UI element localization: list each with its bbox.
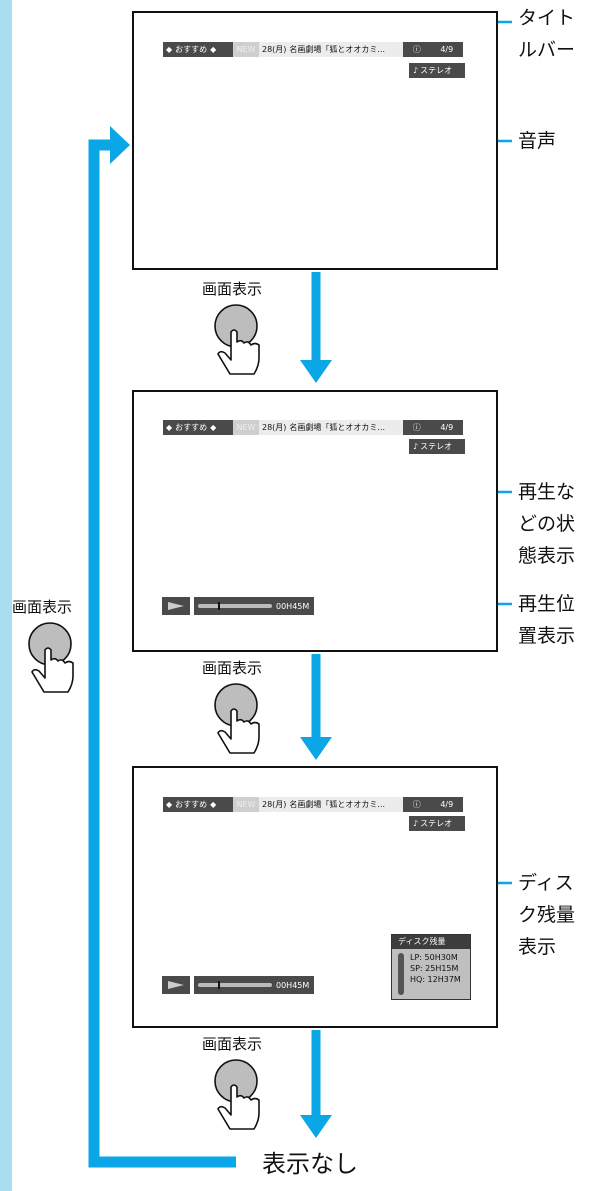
- disc-remaining-title: ディスク残量: [392, 935, 470, 949]
- no-display-label: 表示なし: [262, 1150, 358, 1178]
- nav-diamond-icon: ◆: [210, 45, 217, 54]
- down-arrow-1-head: [300, 360, 332, 383]
- down-arrow-2-head: [300, 737, 332, 760]
- callout-title-bar: タイト ルバー: [518, 7, 576, 61]
- recommend-label: おすすめ: [175, 423, 208, 432]
- display-button-label-2: 画面表示: [202, 659, 263, 677]
- nav-diamond-icon: ◆: [210, 423, 217, 432]
- position-marker: [218, 602, 220, 610]
- new-badge: NEW: [233, 420, 259, 435]
- disc-mode-hq: HQ: 12H37M: [410, 975, 461, 984]
- left-sidebar-strip: [0, 0, 12, 1191]
- recommend-label: おすすめ: [175, 45, 208, 54]
- callout-disc-remaining: ディス ク残量 表示: [518, 872, 576, 958]
- disc-level-bar: [398, 953, 404, 995]
- page-indicator: 4/9: [440, 423, 454, 432]
- disc-mode-lp: LP: 50H30M: [410, 953, 458, 962]
- audio-label: ステレオ: [420, 819, 453, 828]
- hand-press-icon[interactable]: [210, 1053, 270, 1133]
- loop-back-line: [88, 139, 236, 1168]
- hand-press-icon[interactable]: [210, 298, 270, 378]
- title-bar-2: ◆ おすすめ ◆ NEW 28(月) 名画劇場「狐とオオカミ... ⓘ 4/9: [163, 420, 463, 435]
- music-note-icon: ♪: [413, 819, 419, 828]
- program-title: 名画劇場「狐とオオカミ...: [289, 800, 386, 809]
- play-icon: [168, 981, 184, 989]
- nav-diamond-icon: ◆: [166, 45, 173, 54]
- disc-mode-sp: SP: 25H15M: [410, 964, 459, 973]
- date-label: 28(月): [262, 423, 287, 432]
- position-track: [198, 602, 272, 610]
- position-marker: [218, 981, 220, 989]
- loop-back-arrowhead: [110, 126, 130, 164]
- nav-diamond-icon: ◆: [210, 800, 217, 809]
- audio-indicator-1: ♪ ステレオ: [409, 63, 465, 78]
- date-label: 28(月): [262, 45, 287, 54]
- audio-indicator-3: ♪ ステレオ: [409, 816, 465, 831]
- nav-diamond-icon: ◆: [166, 800, 173, 809]
- playback-bar-2: 00H45M: [162, 596, 314, 616]
- hand-press-icon[interactable]: [210, 677, 270, 757]
- audio-label: ステレオ: [420, 66, 453, 75]
- date-label: 28(月): [262, 800, 287, 809]
- down-arrow-3-head: [300, 1115, 332, 1138]
- page-indicator: 4/9: [440, 800, 454, 809]
- audio-label: ステレオ: [420, 442, 453, 451]
- title-bar-1: ◆ おすすめ ◆ NEW 28(月) 名画劇場「狐とオオカミ... ⓘ 4/9: [163, 42, 463, 57]
- callout-audio: 音声: [518, 130, 557, 152]
- info-icon: ⓘ: [412, 45, 421, 54]
- position-track: [198, 981, 272, 989]
- callout-playback-status: 再生な どの状 態表示: [518, 481, 576, 567]
- recommend-label: おすすめ: [175, 800, 208, 809]
- new-badge: NEW: [233, 42, 259, 57]
- callout-playback-position: 再生位 置表示: [518, 593, 576, 647]
- hand-press-icon[interactable]: [24, 616, 84, 696]
- info-icon: ⓘ: [412, 800, 421, 809]
- info-icon: ⓘ: [412, 423, 421, 432]
- display-button-label-side: 画面表示: [12, 598, 73, 616]
- new-badge: NEW: [233, 797, 259, 812]
- display-button-label-1: 画面表示: [202, 280, 263, 298]
- display-button-label-3: 画面表示: [202, 1035, 263, 1053]
- elapsed-time: 00H45M: [276, 601, 310, 611]
- program-title: 名画劇場「狐とオオカミ...: [289, 45, 386, 54]
- playback-bar-3: 00H45M: [162, 975, 314, 995]
- audio-indicator-2: ♪ ステレオ: [409, 439, 465, 454]
- disc-remaining-panel: ディスク残量 LP: 50H30M SP: 25H15M HQ: 12H37M: [391, 934, 471, 1000]
- elapsed-time: 00H45M: [276, 980, 310, 990]
- play-icon: [168, 602, 184, 610]
- music-note-icon: ♪: [413, 66, 419, 75]
- title-bar-3: ◆ おすすめ ◆ NEW 28(月) 名画劇場「狐とオオカミ... ⓘ 4/9: [163, 797, 463, 812]
- program-title: 名画劇場「狐とオオカミ...: [289, 423, 386, 432]
- page-indicator: 4/9: [440, 45, 454, 54]
- nav-diamond-icon: ◆: [166, 423, 173, 432]
- music-note-icon: ♪: [413, 442, 419, 451]
